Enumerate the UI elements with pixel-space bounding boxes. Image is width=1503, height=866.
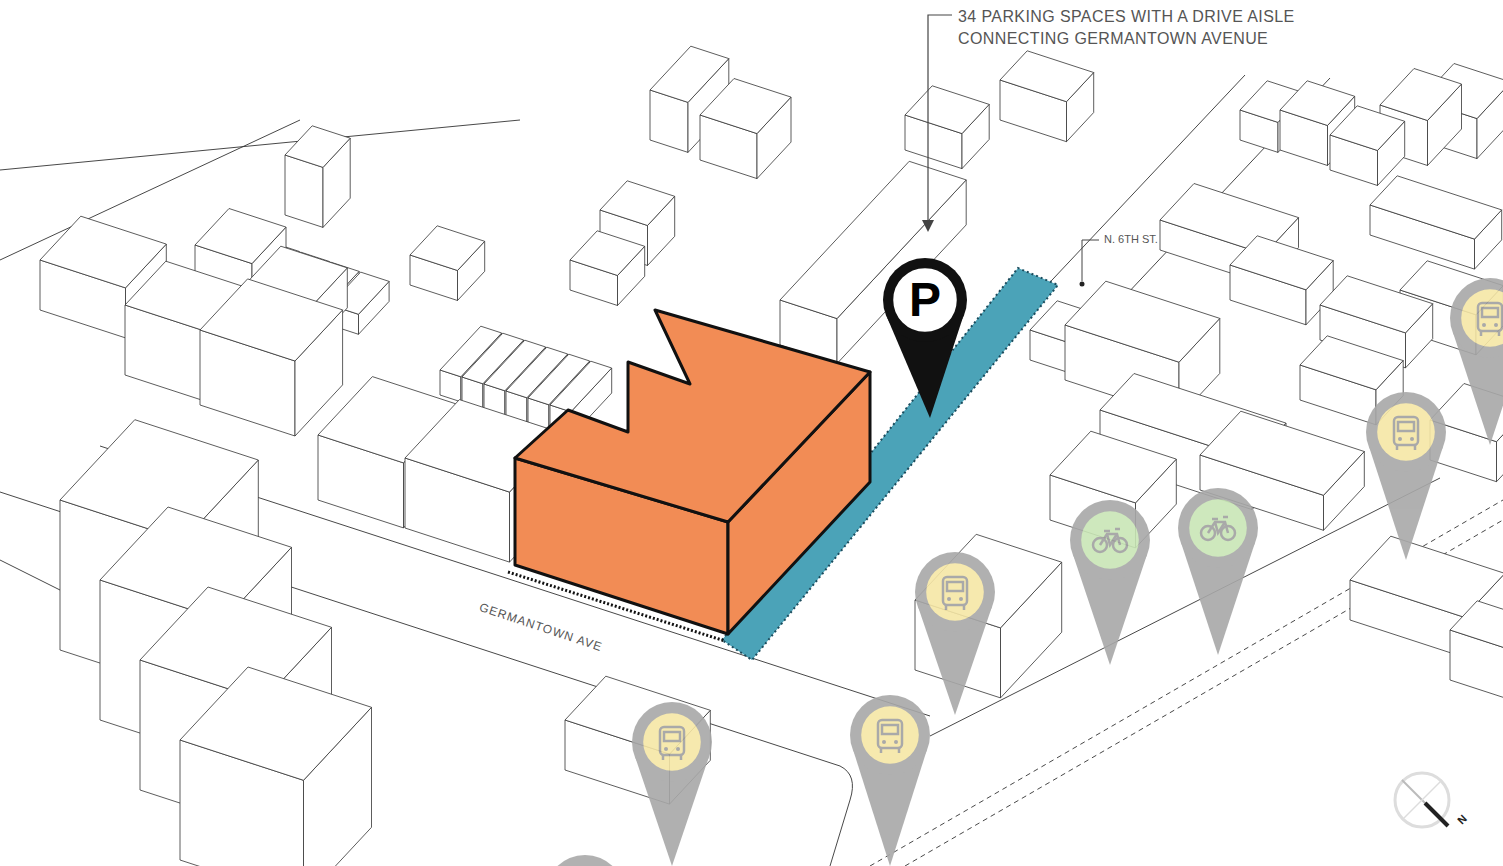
transit-pin <box>1070 500 1150 665</box>
building-face <box>1000 51 1094 102</box>
bus-icon <box>1482 308 1498 317</box>
building-face <box>1450 601 1503 649</box>
bus-icon <box>946 605 964 610</box>
leader-dot <box>1080 282 1085 287</box>
bus-icon <box>943 577 967 605</box>
pin-disc <box>861 706 919 764</box>
building-face <box>1320 276 1433 333</box>
bike-icon <box>1208 517 1228 533</box>
bus-icon <box>676 747 680 751</box>
pin-disc <box>643 713 701 771</box>
building-face <box>1050 431 1176 503</box>
street-name: N. 6TH ST. <box>1104 233 1158 245</box>
bus-icon <box>947 582 963 591</box>
building-face <box>905 86 989 134</box>
bus-icon <box>1410 437 1414 441</box>
marker-head <box>883 258 967 342</box>
bus-icon <box>882 725 898 734</box>
bus-icon <box>1478 303 1502 331</box>
pin-disc <box>926 563 984 621</box>
streets <box>0 75 1503 866</box>
pin-head <box>545 855 625 866</box>
bus-icon <box>1482 323 1486 327</box>
building-face <box>700 79 791 134</box>
bus-icon <box>1398 422 1414 431</box>
buildings <box>40 46 1503 866</box>
pin-head <box>1366 392 1446 472</box>
street-name: GERMANTOWN AVE <box>478 600 605 654</box>
pin-head <box>1178 488 1258 568</box>
bus-icon <box>894 740 898 744</box>
compass-needle <box>1402 780 1442 820</box>
building-face <box>600 181 675 226</box>
bus-icon <box>1397 445 1415 450</box>
building-face <box>650 46 729 102</box>
bus-icon <box>1494 323 1498 327</box>
building-face <box>1380 69 1462 121</box>
proposed-building <box>508 310 870 641</box>
bus-icon <box>959 597 963 601</box>
building-roof <box>515 310 870 522</box>
bus-icon <box>881 748 899 753</box>
building-face <box>40 216 166 288</box>
building-face <box>410 226 485 271</box>
pin-head <box>632 702 712 782</box>
compass-ring <box>1395 773 1449 827</box>
transit-pin <box>632 702 712 866</box>
pin-head <box>850 695 930 775</box>
parking-letter: P <box>883 258 967 342</box>
callout-note: 34 PARKING SPACES WITH A DRIVE AISLE CON… <box>958 6 1358 50</box>
building-face <box>200 279 343 361</box>
building-face <box>180 667 372 780</box>
transit-pin <box>1450 278 1503 445</box>
bus-icon <box>1394 417 1418 445</box>
building-face <box>1200 411 1364 495</box>
bus-icon <box>663 755 681 760</box>
leader-line <box>1082 240 1099 281</box>
pin-head <box>915 552 995 632</box>
transit-pin <box>850 695 930 866</box>
bus-icon <box>1398 437 1402 441</box>
building-face <box>1230 236 1333 290</box>
transit-pin <box>545 855 625 866</box>
bus-icon <box>664 747 668 751</box>
street-edge <box>0 120 520 170</box>
bus-icon <box>878 720 902 748</box>
building-face <box>1300 336 1403 390</box>
leader-arrow <box>922 220 934 232</box>
building-face <box>1370 176 1502 239</box>
bus-icon <box>882 740 886 744</box>
building-face <box>1280 81 1355 126</box>
transit-pins <box>545 278 1503 866</box>
bus-icon <box>664 732 680 741</box>
pin-disc <box>1081 511 1139 569</box>
pin-disc <box>1189 499 1247 557</box>
transit-pin <box>1366 392 1446 560</box>
callout-leader <box>922 15 1099 287</box>
pin-head <box>1070 500 1150 580</box>
building-face <box>570 231 645 276</box>
pin-disc <box>1377 403 1435 461</box>
building-face <box>1330 106 1405 151</box>
building-face <box>1065 281 1220 362</box>
transit-pin <box>915 552 995 715</box>
bus-icon <box>1481 331 1499 336</box>
pin-head <box>1450 278 1503 358</box>
leader-line <box>928 15 952 222</box>
parking-marker: P <box>883 258 967 418</box>
transit-pin <box>1178 488 1258 655</box>
bike-icon <box>1100 529 1120 545</box>
building-face <box>285 126 350 168</box>
compass-needle <box>1425 803 1448 826</box>
north-arrow: N <box>1455 812 1469 826</box>
bus-icon <box>660 727 684 755</box>
street-edge <box>0 560 60 590</box>
bus-icon <box>947 597 951 601</box>
pin-disc <box>1461 289 1503 347</box>
building-face <box>550 361 612 412</box>
compass <box>1395 773 1449 827</box>
